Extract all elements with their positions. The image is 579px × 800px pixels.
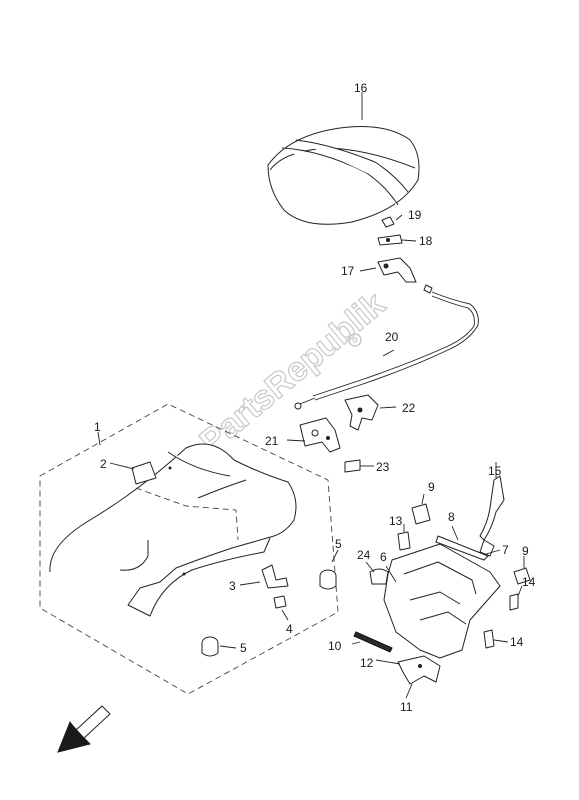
- callout-4: 4: [286, 622, 293, 636]
- callout-labels: 1 2 3 4 5 5 6 7 8 9 9 10 11 12 13 14 14 …: [94, 81, 536, 714]
- bracket-assembly: [351, 493, 531, 699]
- callout-5-upper: 5: [335, 537, 342, 551]
- seat-lock-cable: [294, 284, 479, 410]
- callout-8: 8: [448, 510, 455, 524]
- callout-13: 13: [389, 514, 403, 528]
- callout-11: 11: [400, 700, 413, 714]
- callout-12: 12: [360, 656, 374, 670]
- callout-3: 3: [229, 579, 236, 593]
- watermark: PartsRepublik: [192, 284, 393, 461]
- callout-15: 15: [488, 464, 502, 478]
- callout-24: 24: [357, 548, 371, 562]
- callout-17: 17: [341, 264, 355, 278]
- callout-23: 23: [376, 460, 390, 474]
- callout-18: 18: [419, 234, 433, 248]
- callout-6: 6: [380, 550, 387, 564]
- callout-20: 20: [385, 330, 399, 344]
- arrow-down-left-icon: [57, 705, 111, 753]
- callout-19: 19: [408, 208, 422, 222]
- lock-assembly: [286, 394, 397, 473]
- watermark-text: PartsRepublik: [193, 285, 393, 461]
- callout-14-lower: 14: [510, 635, 524, 649]
- strap-part: [479, 462, 505, 557]
- callout-9-right: 9: [522, 544, 529, 558]
- callout-1: 1: [94, 420, 101, 434]
- gear-icon: [348, 333, 362, 347]
- callout-2: 2: [100, 457, 107, 471]
- callout-22: 22: [402, 401, 416, 415]
- callout-9-upper: 9: [428, 480, 435, 494]
- callout-21: 21: [265, 434, 279, 448]
- seat: [267, 92, 420, 225]
- seat-lock-parts: [359, 214, 417, 283]
- cowl-hardware: [201, 549, 339, 657]
- tail-cowl-assembly: [39, 403, 339, 695]
- callout-16: 16: [354, 81, 368, 95]
- callout-5-lower: 5: [240, 641, 247, 655]
- callout-10: 10: [328, 639, 342, 653]
- callout-14-upper: 14: [522, 575, 536, 589]
- callout-7: 7: [502, 543, 509, 557]
